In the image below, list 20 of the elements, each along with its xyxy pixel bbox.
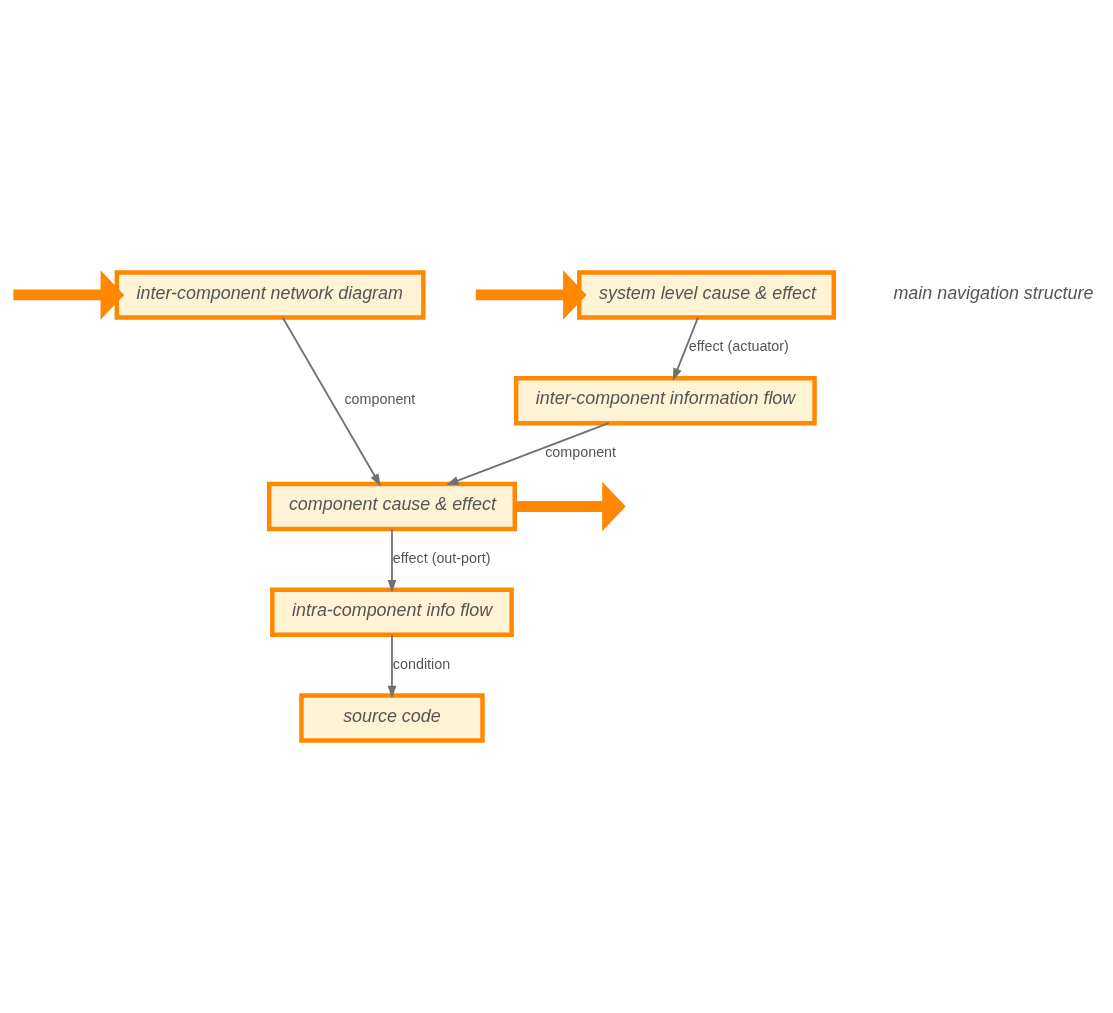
arrow	[475, 270, 587, 320]
edge-label: component	[344, 391, 416, 408]
edge-label: effect (actuator)	[688, 338, 789, 355]
node-box: source code	[299, 693, 485, 743]
edge-label: component	[545, 444, 617, 461]
arrow	[387, 528, 397, 593]
label: main navigation structure	[893, 282, 1094, 303]
node-box: inter-component network diagram	[114, 270, 426, 320]
arrow	[13, 270, 125, 320]
arrow	[387, 633, 397, 699]
edge-label: condition	[392, 655, 451, 672]
arrow	[281, 316, 381, 487]
arrow	[446, 422, 610, 486]
arrow	[515, 481, 626, 532]
node-box: system level cause & effect	[577, 270, 837, 320]
arrow	[672, 316, 699, 381]
edge-label: effect (out-port)	[392, 549, 491, 566]
node-box: intra-component info flow	[270, 587, 514, 637]
node-box: component cause & effect	[266, 481, 517, 532]
node-box: inter-component information flow	[513, 376, 817, 426]
